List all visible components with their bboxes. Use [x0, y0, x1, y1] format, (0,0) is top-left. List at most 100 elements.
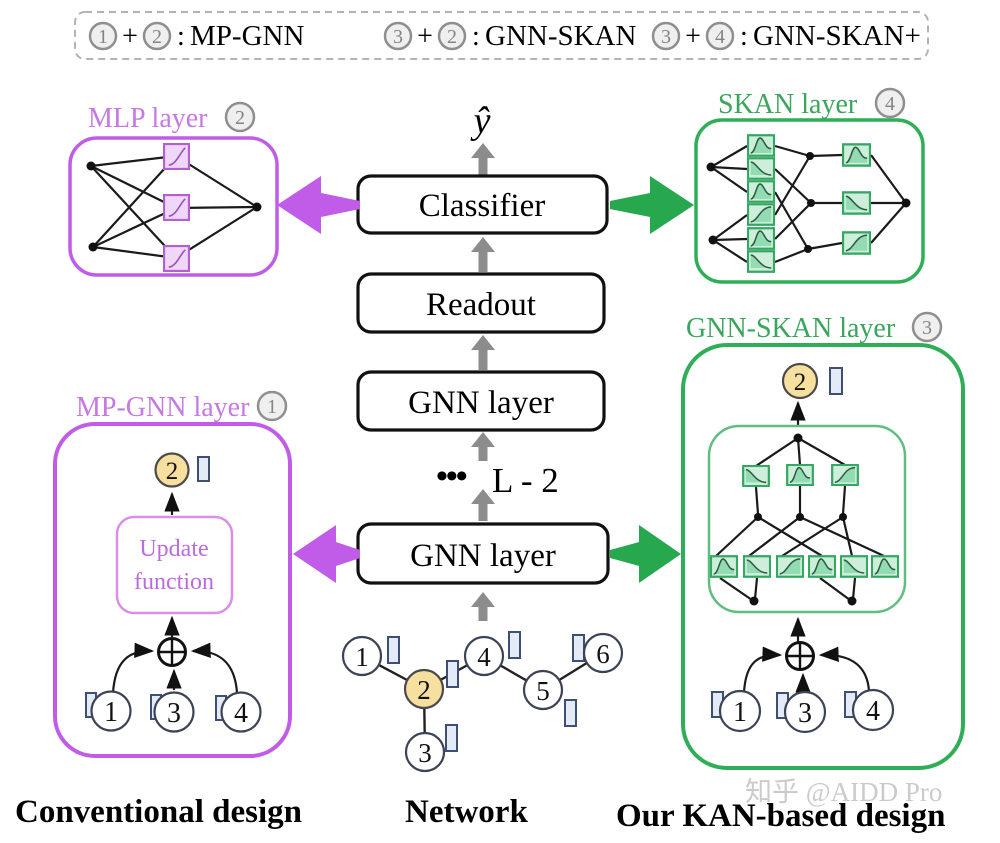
update-function-label: Update [139, 536, 208, 562]
svg-text:1: 1 [355, 642, 369, 672]
skan-activation-icon [743, 555, 771, 578]
update-function-box [115, 515, 234, 615]
skan-layer-title: SKAN layer [718, 89, 858, 120]
readout-box [356, 272, 606, 334]
caption-network: Network [405, 794, 528, 830]
neuron-dot [749, 596, 759, 606]
svg-text:3: 3 [393, 26, 403, 48]
graph-node [341, 635, 383, 677]
up-arrow-icon [471, 489, 495, 521]
skan-activation-icon [747, 180, 775, 203]
mp-gnn-layer-panel: MP-GNN layer 1 2 Update function 1 3 4 [53, 390, 292, 758]
skan-activation-icon [747, 250, 775, 273]
neuron-dot [796, 513, 804, 521]
graph-node [463, 635, 505, 677]
updated-node [781, 362, 819, 400]
skan-activation-icon [747, 134, 775, 157]
skan-activation-icon [747, 157, 775, 180]
neuron-dot [708, 235, 718, 245]
feature-vector-icon [446, 660, 459, 688]
skan-layer-panel: SKAN layer 4 [694, 87, 925, 284]
aggregate-icon [157, 637, 187, 667]
skan-activation-icon [840, 555, 868, 578]
skan-activation-icon [747, 203, 775, 226]
green-right-arrow-icon [610, 525, 681, 583]
pipeline: ŷ Classifier Readout GNN layer ••• L - 2… [277, 100, 694, 621]
plus-sign: + [417, 21, 433, 52]
gnn-skan-layer-title: GNN-SKAN layer [686, 313, 896, 344]
neighbor-node [220, 691, 262, 733]
readout-label: Readout [426, 287, 536, 323]
circled-number-icon [88, 21, 118, 51]
network-graph: 1 2 3 4 5 6 [341, 631, 624, 773]
neuron-dot [901, 198, 911, 208]
feature-vector-icon [445, 724, 458, 752]
skan-activation-icon [776, 555, 804, 578]
up-arrow-icon [471, 432, 495, 461]
circled-number-icon [437, 21, 467, 51]
purple-left-arrow-icon [293, 525, 360, 583]
up-arrow-icon [471, 335, 495, 370]
svg-text:2: 2 [166, 458, 179, 485]
mlp-layer-title: MLP layer [88, 103, 208, 134]
graph-node-highlighted [403, 668, 445, 710]
svg-text:2: 2 [235, 107, 245, 129]
graph-node [582, 632, 624, 674]
svg-text:6: 6 [596, 639, 610, 669]
ellipsis-dots: ••• [436, 458, 467, 495]
neuron-dot [88, 242, 98, 252]
svg-text:4: 4 [234, 698, 248, 729]
circled-number-icon [224, 101, 256, 133]
mlp-activation-icon [163, 143, 190, 170]
feature-vector-icon [564, 699, 577, 727]
skan-activation-icon [842, 231, 871, 255]
up-arrow-icon [471, 237, 495, 272]
colon: : [177, 21, 185, 52]
plus-sign: + [122, 21, 138, 52]
legend-label: GNN-SKAN+ [753, 20, 921, 52]
neuron-dot [793, 433, 803, 443]
feature-vector-icon [572, 634, 585, 662]
mp-gnn-layer-title: MP-GNN layer [76, 392, 250, 423]
svg-text:3: 3 [922, 317, 932, 339]
circled-number-icon [651, 21, 681, 51]
legend-item-gnnskan: 3 + 2 : GNN-SKAN [383, 20, 637, 52]
mlp-activation-icon [163, 245, 190, 272]
neuron-dot [804, 245, 812, 253]
legend-item-mpgnn: 1 + 2 : MP-GNN [88, 20, 304, 52]
circled-number-icon [142, 21, 172, 51]
circled-number-icon [911, 311, 943, 343]
mlp-edges [90, 154, 258, 260]
purple-left-arrow-icon [277, 176, 360, 234]
inner-skan-box [707, 424, 907, 614]
update-function-label: function [134, 569, 214, 595]
graph-node [404, 731, 446, 773]
caption-kan-design: Our KAN-based design [616, 798, 945, 834]
legend: 1 + 2 : MP-GNN 3 + 2 : GNN-SKAN 3 + 4 : … [74, 11, 929, 60]
svg-text:3: 3 [167, 698, 181, 729]
skan-activation-icon [710, 555, 738, 578]
feature-vector-icon [508, 631, 521, 659]
feature-vector-icon [197, 456, 210, 482]
neuron-dot [839, 513, 847, 521]
neuron-dot [806, 152, 814, 160]
up-arrow-icon [471, 143, 495, 176]
classifier-label: Classifier [419, 188, 545, 224]
repeat-count-label: L - 2 [492, 461, 559, 500]
gnn-layer-bottom-label: GNN layer [410, 538, 556, 574]
neighbor-node [851, 688, 895, 732]
updated-node [154, 452, 190, 488]
message-arrow [190, 642, 239, 694]
caption-conventional: Conventional design [15, 794, 302, 830]
gnn-layer-top-box [356, 370, 606, 432]
aggregate-icon [785, 641, 815, 671]
up-arrow-icon [471, 592, 495, 621]
svg-text:1: 1 [98, 26, 108, 48]
svg-text:4: 4 [866, 696, 880, 727]
svg-text:1: 1 [733, 697, 747, 728]
circled-number-icon [705, 21, 735, 51]
svg-text:3: 3 [418, 738, 432, 768]
svg-text:3: 3 [661, 26, 671, 48]
